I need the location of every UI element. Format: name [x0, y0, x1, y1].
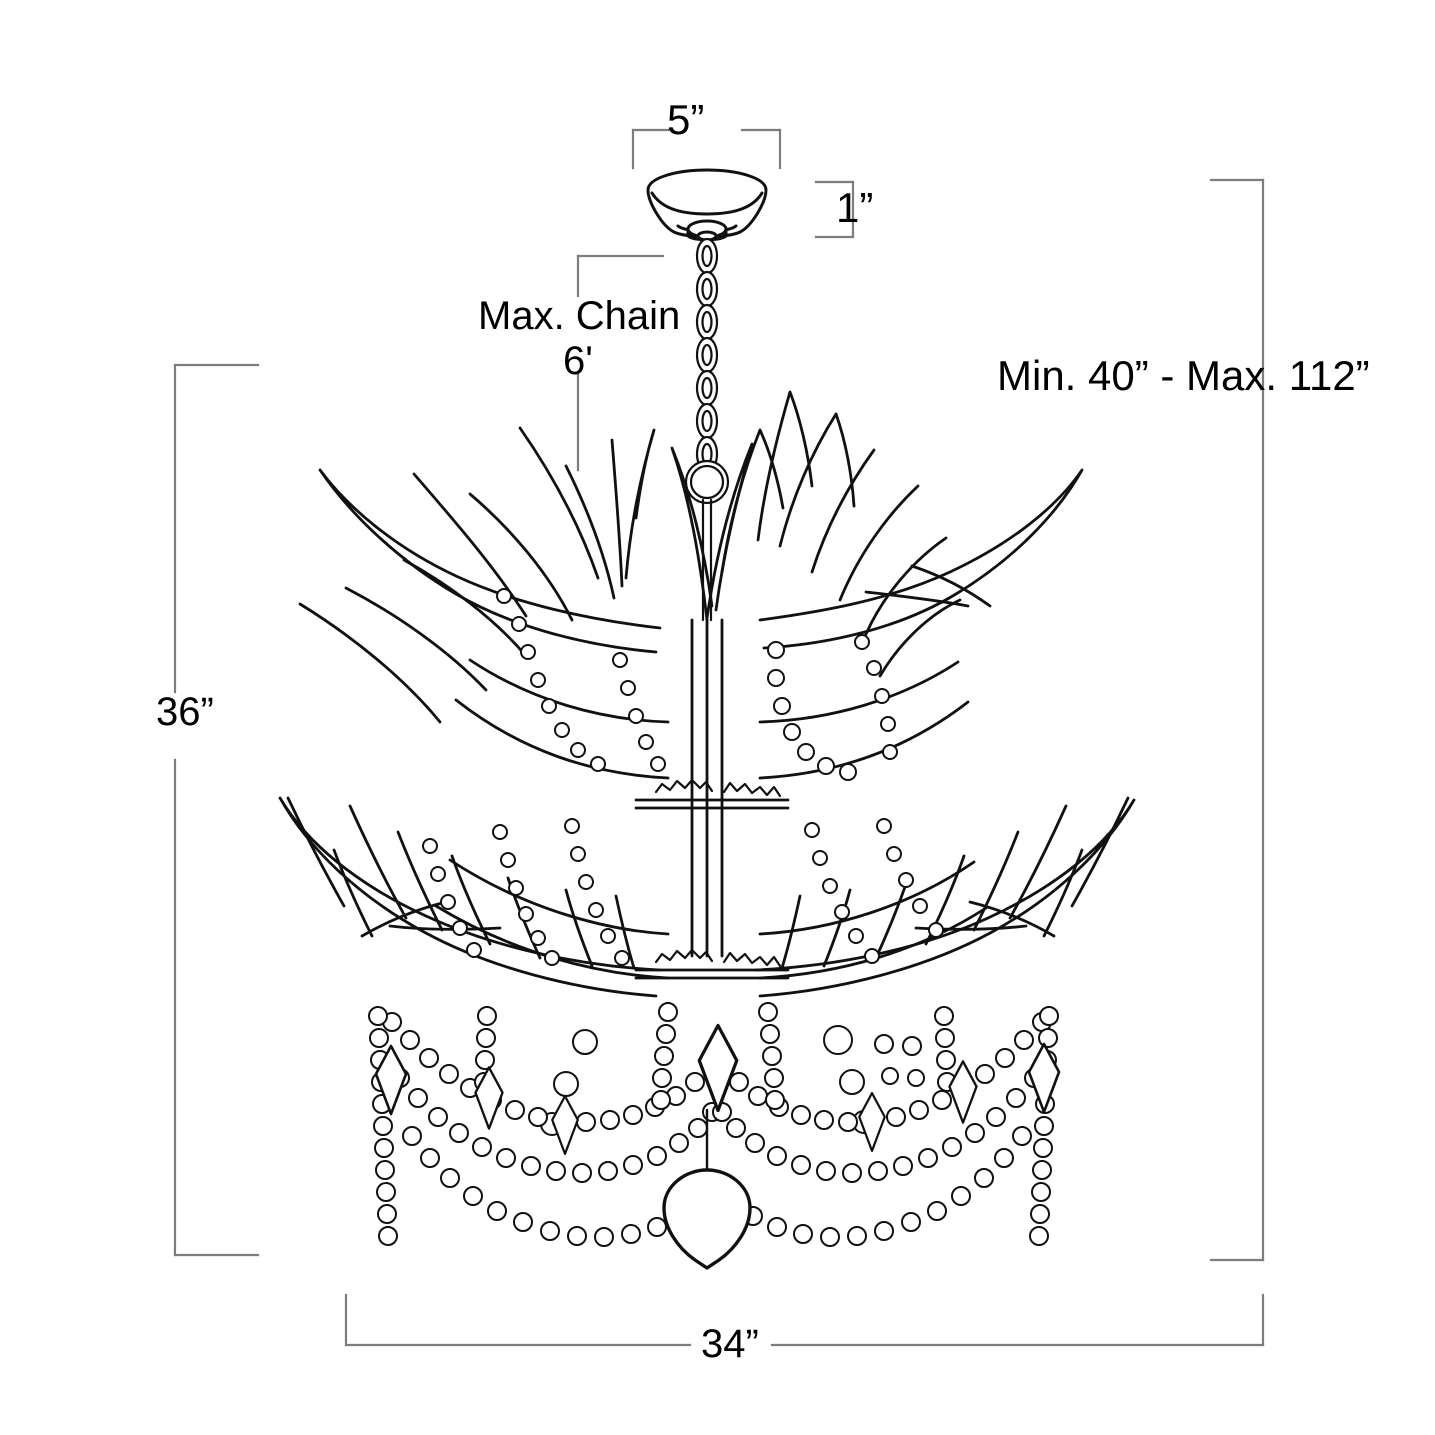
center-finial — [662, 1168, 752, 1270]
bead-drop-center-left — [651, 1002, 678, 1110]
label-max-chain-text: Max. Chain — [478, 294, 681, 338]
label-fixture-height: 36” — [156, 690, 214, 734]
hanging-chain — [684, 237, 730, 622]
crystal-pendants — [374, 1023, 1061, 1270]
dimension-36in — [173, 363, 260, 1257]
dimension-hanging-range — [1209, 178, 1265, 1262]
ceiling-canopy — [646, 168, 768, 242]
label-fixture-width: 34” — [701, 1322, 759, 1366]
label-canopy-width: 5” — [667, 96, 705, 143]
center-stem — [634, 618, 790, 980]
label-canopy-height: 1” — [836, 184, 874, 231]
dimension-max-chain — [576, 254, 665, 472]
lower-tier-antlers — [278, 796, 1136, 998]
label-max-chain: Max. Chain 6' — [478, 294, 681, 384]
label-max-chain-value: 6' — [563, 338, 593, 383]
bead-drop-left — [368, 1006, 398, 1246]
dimension-5in — [631, 128, 782, 170]
dimension-34in — [344, 1293, 1265, 1347]
dimension-1in — [814, 180, 855, 239]
label-hanging-range: Min. 40” - Max. 112” — [997, 352, 1370, 399]
bead-drop-right — [1029, 1006, 1059, 1246]
bead-drop-center-right — [758, 1002, 785, 1110]
bead-drop-mid-right — [934, 1006, 957, 1092]
bead-accents — [422, 588, 944, 1136]
